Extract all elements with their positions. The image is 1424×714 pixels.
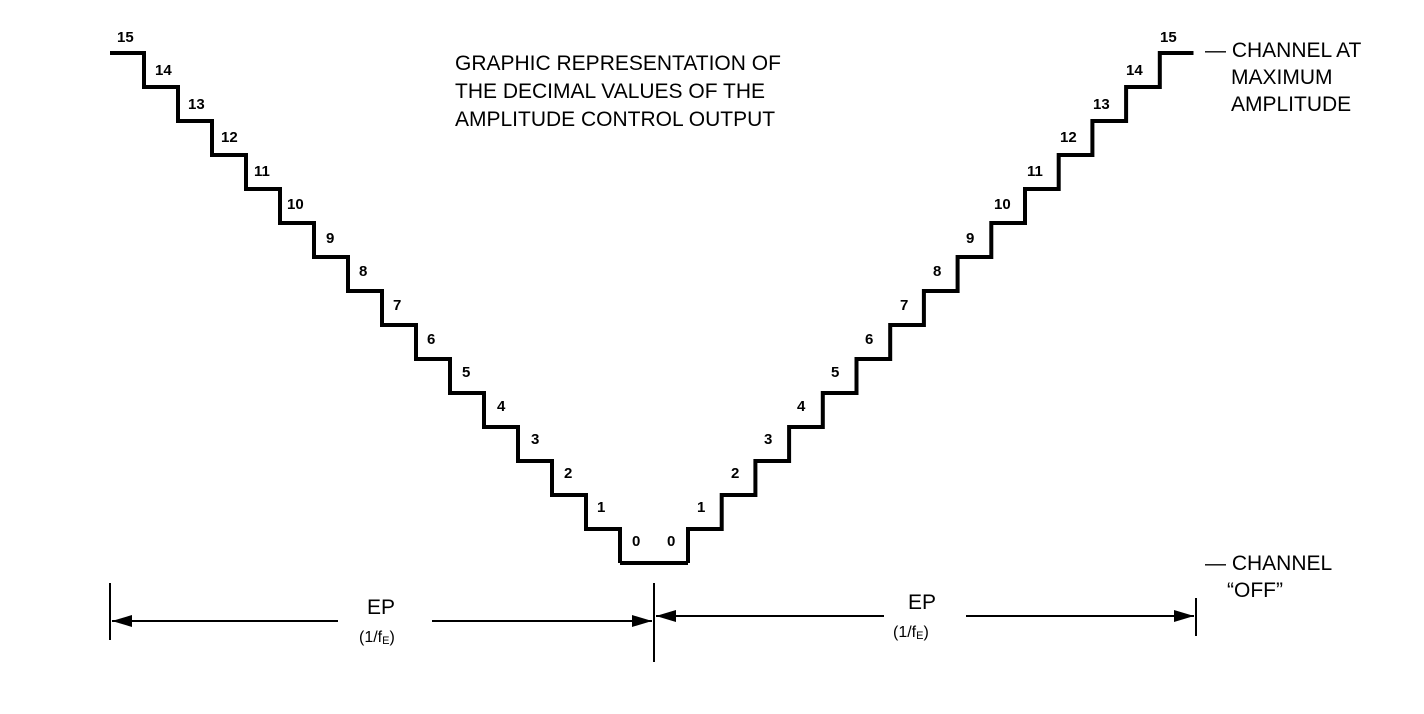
right-step-7: 7 [900, 297, 908, 314]
right-step-labels: 0 1 2 3 4 5 6 7 8 9 10 11 12 13 14 15 [667, 29, 1177, 550]
left-ep-period: (1/fE) [359, 629, 395, 647]
ep-timing-arrows [109, 583, 1197, 662]
right-ep-text: EP [908, 591, 936, 614]
left-step-8: 8 [359, 263, 367, 280]
right-step-1: 1 [697, 499, 705, 516]
right-step-6: 6 [865, 331, 873, 348]
title-line-1: GRAPHIC REPRESENTATION OF [455, 52, 781, 75]
right-step-4: 4 [797, 398, 806, 415]
right-step-9: 9 [966, 230, 974, 247]
channel-max-label: — CHANNEL AT MAXIMUM AMPLITUDE [1205, 39, 1362, 116]
right-step-14: 14 [1126, 62, 1143, 79]
right-staircase-line [686, 51, 1194, 563]
right-ep-period: (1/fE) [893, 624, 929, 642]
channel-max-line-2: MAXIMUM [1231, 66, 1333, 89]
left-step-14: 14 [155, 62, 172, 79]
title-line-2: THE DECIMAL VALUES OF THE [455, 80, 765, 103]
right-ep-arrowhead-right [1174, 610, 1194, 622]
channel-off-line-1: — CHANNEL [1205, 552, 1332, 575]
right-ep-arrowhead-left [656, 610, 676, 622]
left-step-labels: 15 14 13 12 11 10 9 8 7 6 5 4 3 2 1 0 [117, 29, 640, 550]
right-step-5: 5 [831, 364, 839, 381]
left-ep-arrowhead-left [112, 615, 132, 627]
left-step-11: 11 [254, 163, 270, 180]
right-step-8: 8 [933, 263, 941, 280]
diagram-title: GRAPHIC REPRESENTATION OF THE DECIMAL VA… [455, 52, 781, 131]
right-ep-label: EP (1/fE) [893, 591, 936, 642]
right-step-0: 0 [667, 533, 675, 550]
left-ep-arrowhead-right [632, 615, 652, 627]
right-step-12: 12 [1060, 129, 1077, 146]
left-step-4: 4 [497, 398, 506, 415]
right-step-2: 2 [731, 465, 739, 482]
left-step-9: 9 [326, 230, 334, 247]
channel-max-line-3: AMPLITUDE [1231, 93, 1351, 116]
left-step-12: 12 [221, 129, 238, 146]
left-step-7: 7 [393, 297, 401, 314]
left-step-10: 10 [287, 196, 304, 213]
title-line-3: AMPLITUDE CONTROL OUTPUT [455, 108, 775, 131]
left-step-0: 0 [632, 533, 640, 550]
right-step-11: 11 [1027, 163, 1043, 180]
channel-off-line-2: “OFF” [1227, 579, 1283, 602]
left-step-1: 1 [597, 499, 605, 516]
left-step-5: 5 [462, 364, 470, 381]
left-step-6: 6 [427, 331, 435, 348]
right-step-15: 15 [1160, 29, 1177, 46]
right-step-10: 10 [994, 196, 1011, 213]
left-step-15: 15 [117, 29, 134, 46]
left-step-13: 13 [188, 96, 205, 113]
left-staircase-line [110, 51, 622, 563]
right-step-13: 13 [1093, 96, 1110, 113]
left-ep-text: EP [367, 596, 395, 619]
channel-max-line-1: — CHANNEL AT [1205, 39, 1362, 62]
left-ep-label: EP (1/fE) [359, 596, 395, 647]
left-step-2: 2 [564, 465, 572, 482]
channel-off-label: — CHANNEL “OFF” [1205, 552, 1332, 602]
left-step-3: 3 [531, 431, 539, 448]
right-step-3: 3 [764, 431, 772, 448]
